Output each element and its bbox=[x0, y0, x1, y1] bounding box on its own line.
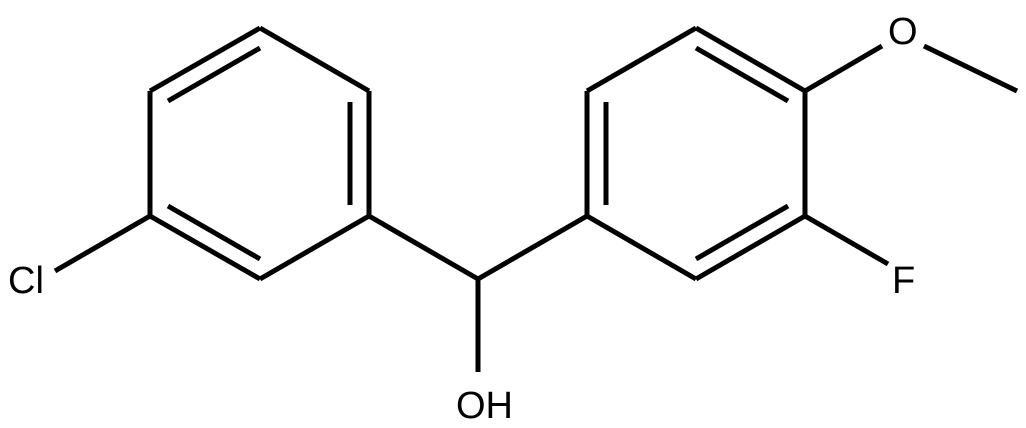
bond-ring1-a bbox=[148, 25, 262, 94]
fluorine-label: F bbox=[892, 260, 915, 302]
fluoromethoxyphenyl-ring bbox=[584, 25, 808, 282]
bond-ring1-d bbox=[258, 213, 371, 282]
bond-ring1-double-top bbox=[166, 45, 262, 104]
chlorophenyl-ring bbox=[147, 25, 372, 282]
bond-ring2-f bbox=[585, 213, 698, 282]
bond-ring2-double-top bbox=[694, 45, 790, 104]
bond-center-to-ring2 bbox=[476, 213, 589, 282]
bond-c-cl bbox=[53, 213, 152, 274]
bond-ring2-e bbox=[694, 213, 807, 282]
bond-ring1-b bbox=[258, 25, 371, 94]
bond-ring1-double-bottom bbox=[166, 203, 262, 262]
bond-ring1-to-center bbox=[367, 213, 480, 282]
bond-o-methyl bbox=[922, 43, 1019, 94]
bond-ring1-e bbox=[148, 213, 262, 282]
bond-ring2-b bbox=[585, 25, 698, 94]
bond-ring2-double-bottom bbox=[694, 203, 790, 262]
bond-c-o bbox=[803, 43, 884, 94]
ether-oxygen-label: O bbox=[888, 11, 918, 53]
bond-c-f bbox=[803, 213, 890, 267]
chlorine-label: Cl bbox=[8, 260, 44, 302]
hydroxyl-label: OH bbox=[456, 385, 513, 427]
bond-ring2-c bbox=[694, 25, 807, 94]
